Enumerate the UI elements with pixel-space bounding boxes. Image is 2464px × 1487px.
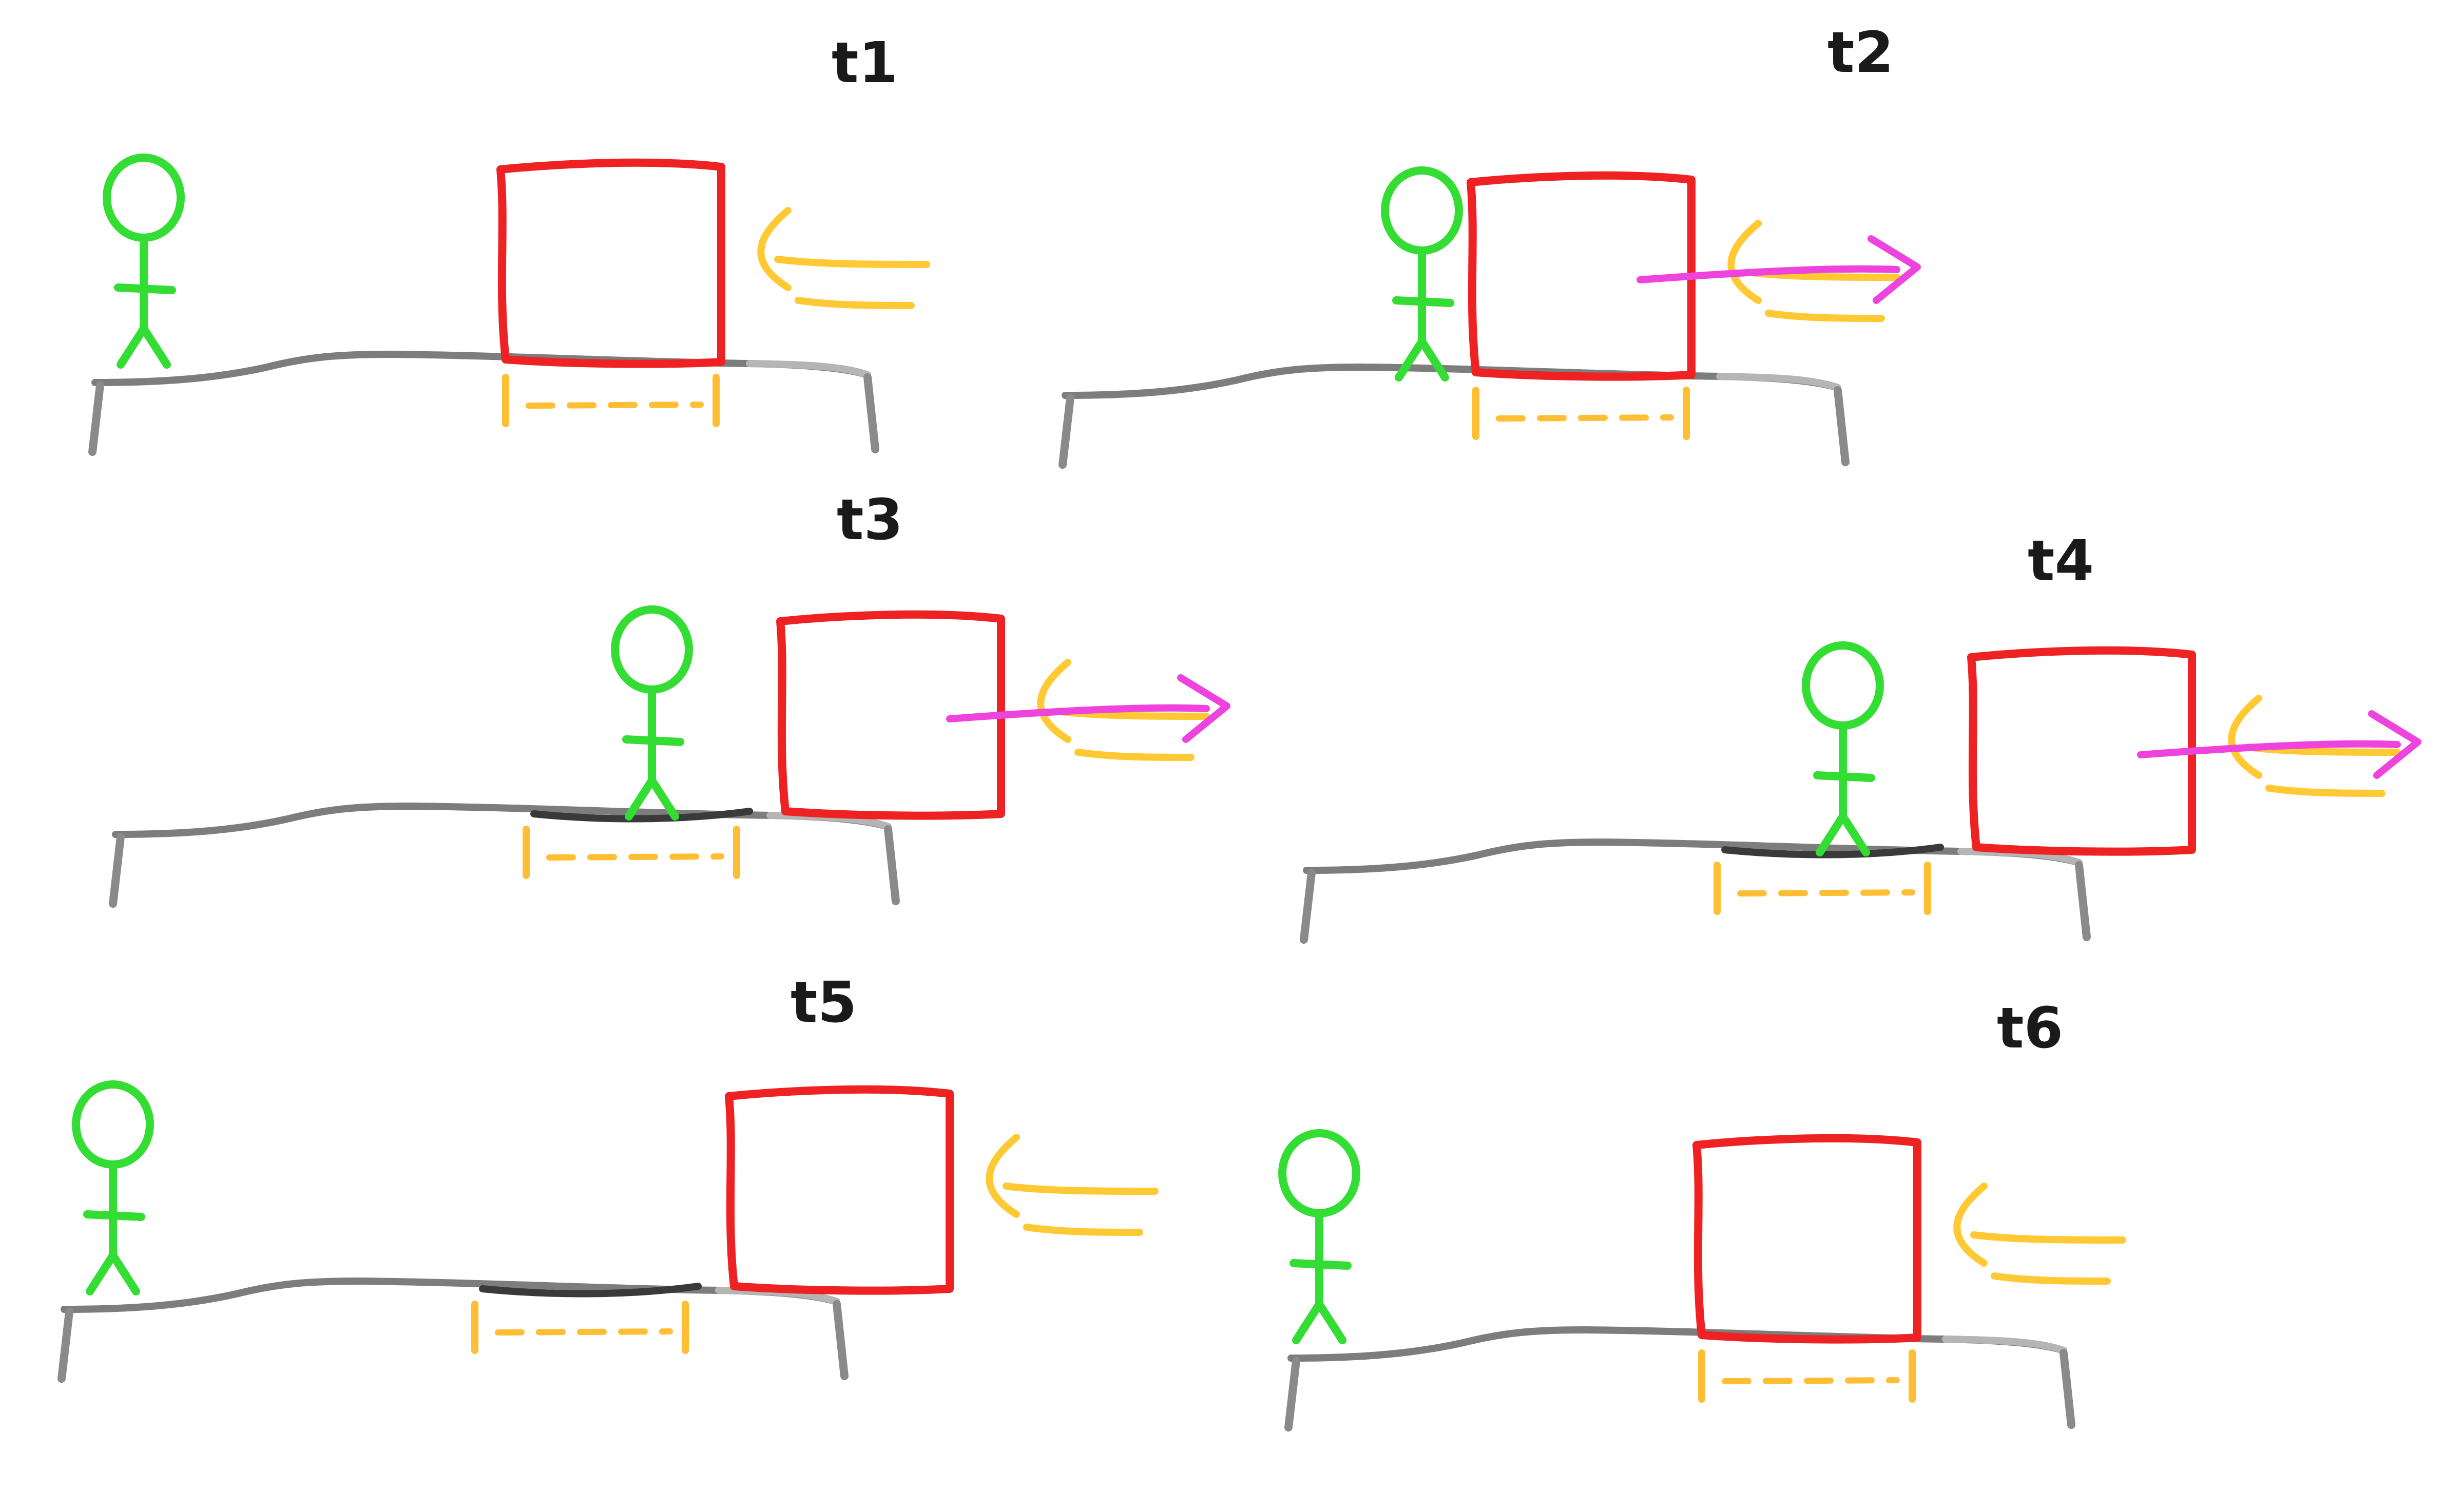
wind-icon [1953,1183,1988,1267]
panel-t4: t4 [1300,528,2421,944]
person-head [72,1080,154,1169]
right-leg [2059,1349,2075,1429]
person-head [611,605,693,694]
wind-icon [1727,220,1762,304]
box-icon [776,610,1005,820]
bridge-plank [479,1283,702,1298]
panel-t1: t1 [88,30,930,456]
right-leg [2075,861,2091,941]
gap-span-dash [1722,1377,1900,1384]
panel-label: t2 [1827,20,1894,85]
wind-line-lower [1991,1272,2111,1285]
push-arrow-icon [2137,740,2401,758]
wind-line-lower [1765,310,1885,322]
wind-line-upper [774,256,930,268]
person-legs [1395,337,1449,382]
person-arms [622,735,684,746]
person-legs [86,1251,140,1295]
ground-line [112,803,892,838]
ground-line-end [1716,373,1841,391]
left-leg [88,381,104,456]
ground-line [61,1278,840,1313]
wind-icon [1037,659,1071,743]
panel-label: t6 [1997,995,2063,1061]
right-leg [884,825,900,905]
gap-span-dash [1496,414,1674,422]
panel-t5: t5 [57,969,1159,1383]
ground-line [1303,838,2083,874]
ground-line [91,351,871,386]
push-arrowhead [1868,235,1921,304]
wind-line-lower [1023,1224,1143,1236]
wind-line-upper [1003,1183,1159,1195]
wind-icon [986,1134,1020,1218]
right-leg [863,373,879,453]
ground-line [1062,364,1841,399]
panel-t6: t6 [1278,995,2126,1432]
panel-label: t3 [837,487,903,552]
wind-line-upper [1970,1231,2126,1244]
wind-line-lower [2265,785,2385,797]
box-icon [725,1085,954,1295]
person-arms [114,283,176,294]
gap-span-dash [546,853,724,861]
left-leg [1284,1357,1300,1432]
person-arms [83,1210,145,1221]
left-leg [57,1308,73,1383]
panel-label: t5 [791,969,857,1035]
right-leg [1834,386,1850,466]
person-head [1278,1129,1360,1217]
person-legs [1816,812,1870,856]
push-arrowhead [1177,674,1230,743]
panel-label: t1 [832,30,898,96]
person-arms [1813,771,1875,782]
person-head [1802,641,1884,730]
gap-span-dash [1737,889,1915,897]
panel-label: t4 [2028,528,2094,594]
gap-span-dash [495,1328,673,1336]
person-legs [117,325,171,369]
wind-icon [2228,695,2262,779]
push-arrow-icon [946,704,1210,722]
person-arms [1392,296,1454,307]
person-head [1381,166,1463,255]
person-head [103,154,185,242]
wind-line-lower [795,297,915,309]
wind-icon [757,207,792,291]
box-icon [1467,171,1696,381]
left-leg [1058,394,1074,469]
wind-line-lower [1074,749,1195,761]
box-icon [496,158,725,368]
left-leg [109,833,125,908]
person-legs [625,776,679,821]
right-leg [833,1300,849,1380]
person-arms [1289,1259,1352,1270]
push-arrowhead [2368,710,2421,779]
ground-line-end [1942,1336,2067,1354]
push-arrow-icon [1637,265,1900,283]
panel-t3: t3 [109,487,1230,908]
panel-t2: t2 [1058,20,1921,469]
left-leg [1300,869,1316,944]
person-legs [1292,1300,1346,1344]
ground-line [1287,1326,2067,1362]
box-icon [1967,646,2196,856]
gap-span-dash [526,402,704,409]
box-icon [1692,1134,1921,1344]
ground-line-end [746,360,871,378]
